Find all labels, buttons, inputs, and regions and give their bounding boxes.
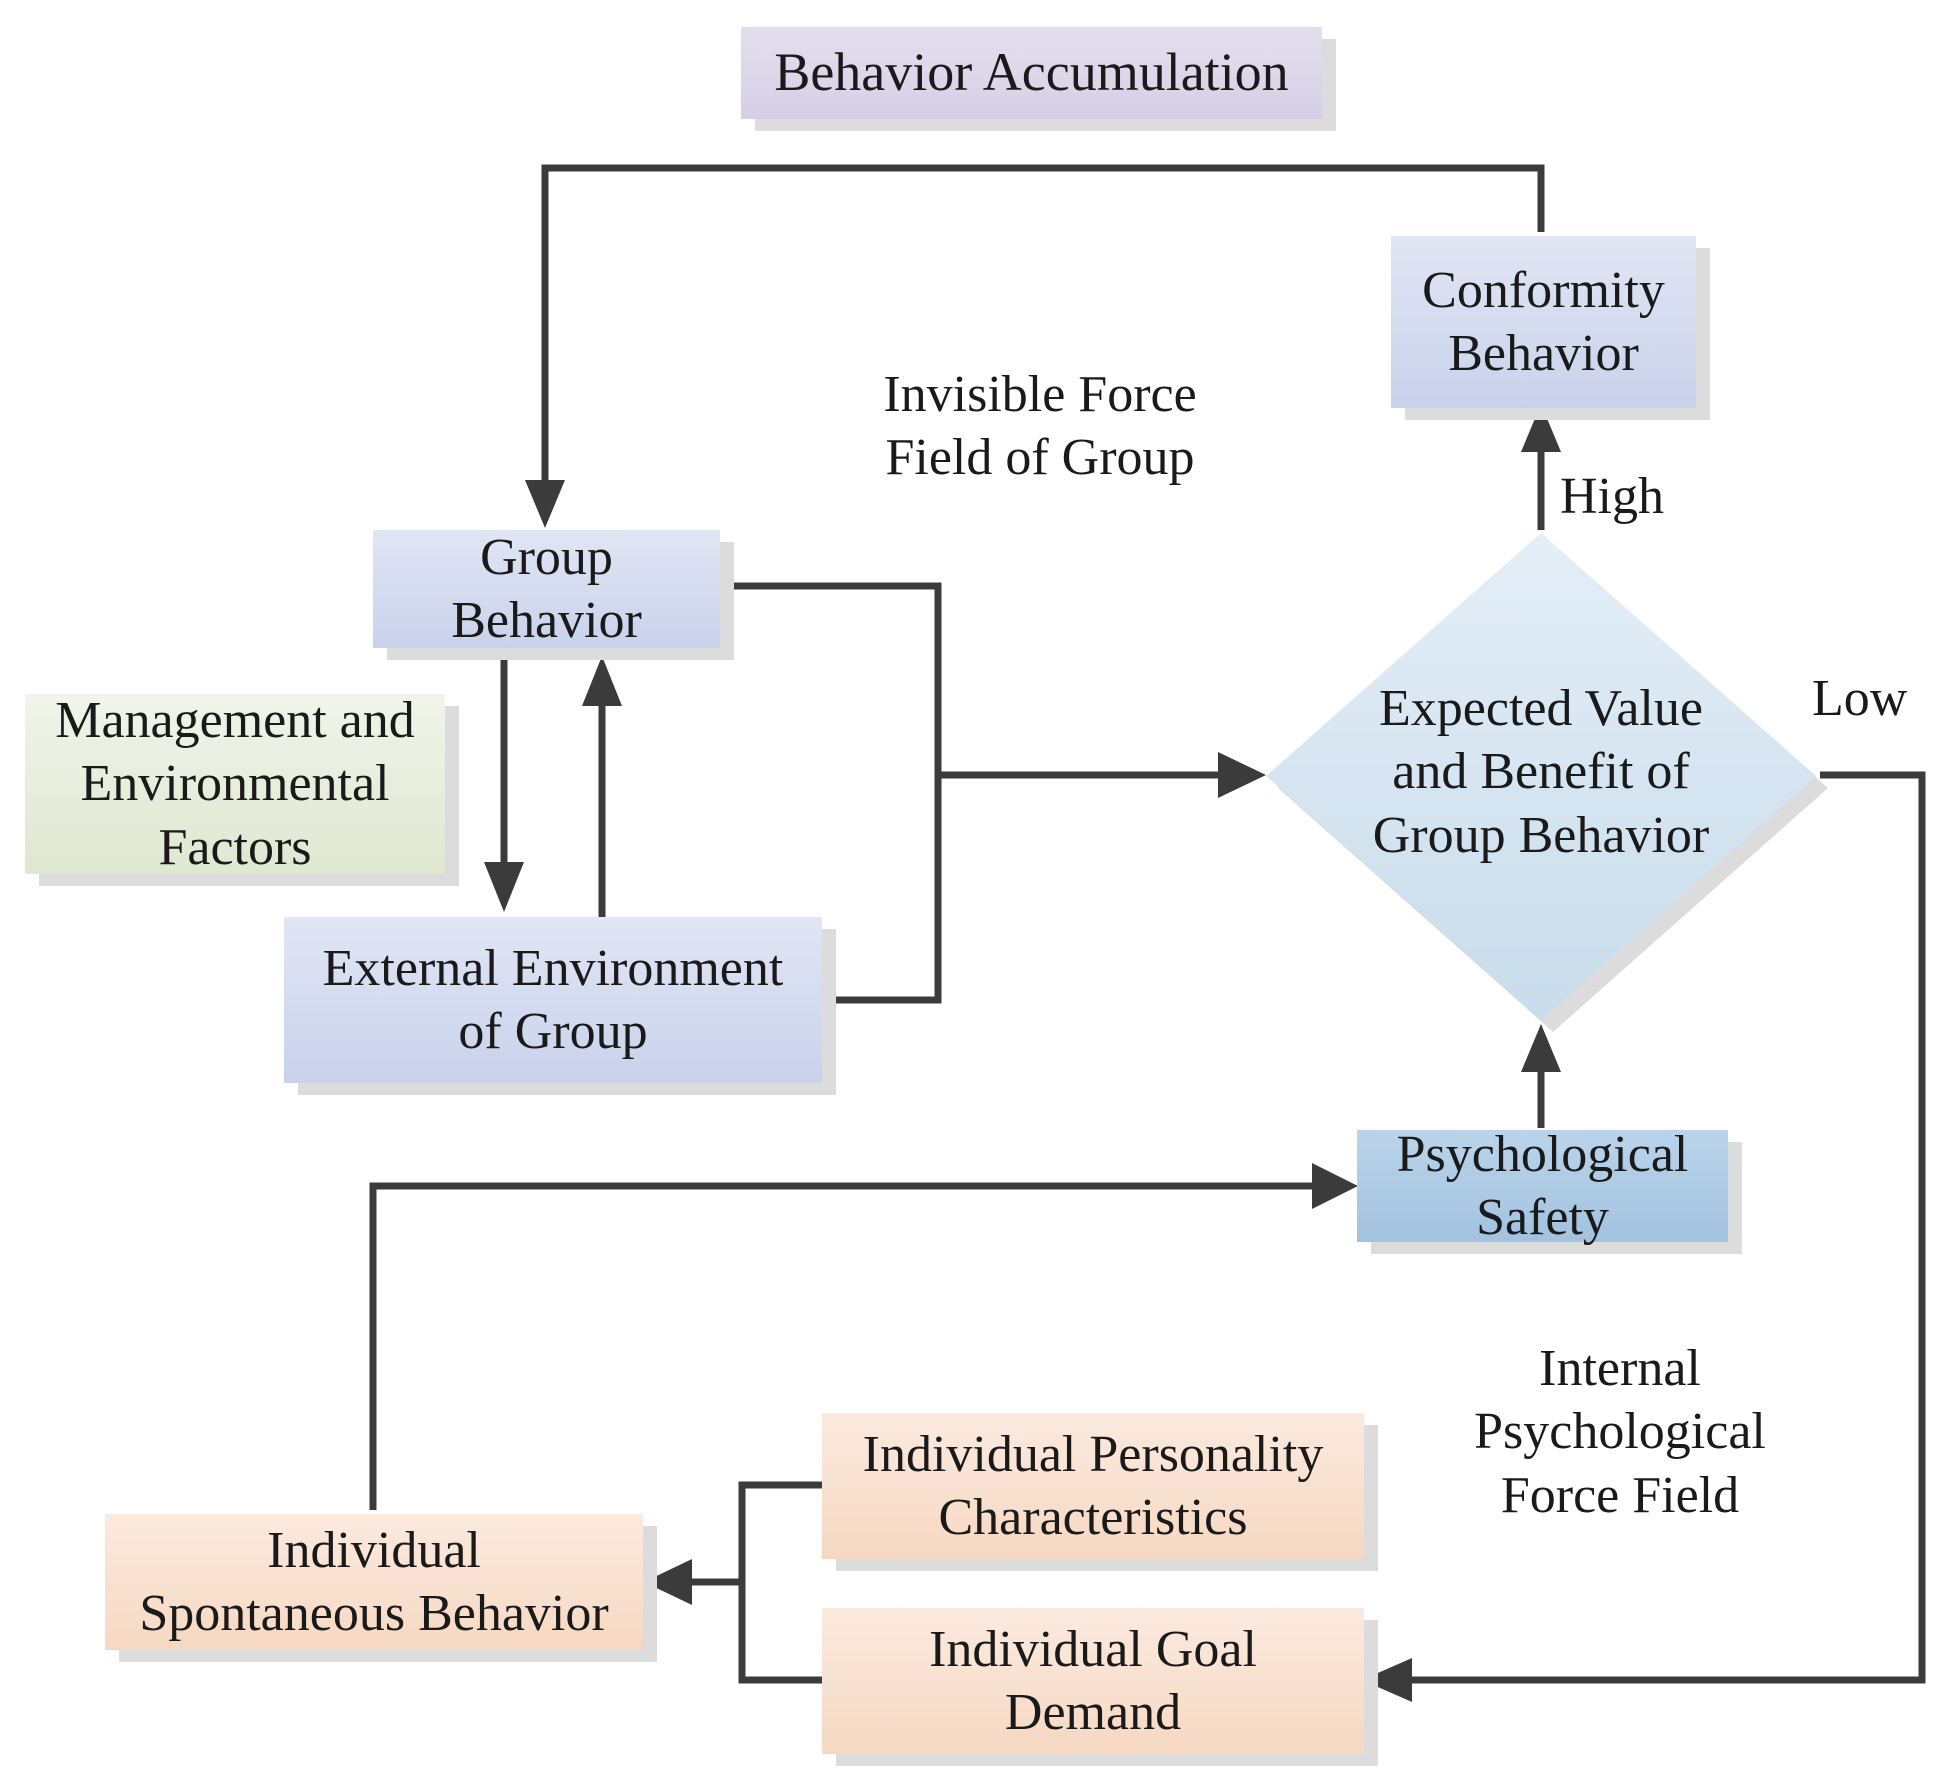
- invisible-field-line-2: Field of Group: [885, 429, 1195, 487]
- personality-line-2: Characteristics: [938, 1489, 1248, 1546]
- high-label: High: [1560, 465, 1700, 528]
- connector-personality-merge: [738, 1481, 822, 1684]
- arrowhead-up-group: [582, 656, 622, 706]
- expected-line-2: and Benefit of: [1392, 743, 1690, 801]
- external-env-line-1: External Environment: [322, 939, 784, 997]
- external-environment-box: External Environment of Group: [284, 917, 822, 1083]
- arrowhead-left-spontaneous: [644, 1559, 692, 1605]
- management-factors-box: Management and Environmental Factors: [25, 692, 445, 876]
- arrowhead-down-external: [484, 862, 524, 912]
- personality-characteristics-box: Individual Personality Characteristics: [822, 1413, 1364, 1559]
- title-text: Behavior Accumulation: [774, 42, 1289, 103]
- connector-low-to-goal: [1412, 771, 1926, 1684]
- psychological-safety-box: Psychological Safety: [1357, 1126, 1728, 1246]
- expected-line-1: Expected Value: [1379, 680, 1703, 737]
- arrowhead-right-diamond: [1218, 752, 1266, 798]
- goal-demand-line-1: Individual Goal: [929, 1620, 1257, 1678]
- invisible-force-field-label: Invisible Force Field of Group: [840, 363, 1240, 490]
- internal-field-line-2: Psychological: [1474, 1403, 1766, 1461]
- spontaneous-line-1: Individual: [267, 1521, 481, 1579]
- arrowhead-left-goal: [1362, 1658, 1412, 1702]
- management-line-1: Management and: [55, 691, 415, 749]
- low-text: Low: [1812, 670, 1908, 727]
- arrowhead-up-conformity: [1521, 404, 1561, 452]
- invisible-field-line-1: Invisible Force: [883, 366, 1197, 423]
- connector-group-to-junction: [718, 582, 942, 1004]
- internal-field-line-3: Force Field: [1500, 1466, 1740, 1524]
- expected-value-diamond: [1266, 533, 1816, 1020]
- expected-value-text: Expected Value and Benefit of Group Beha…: [1320, 677, 1762, 867]
- external-env-line-2: of Group: [458, 1003, 648, 1060]
- arrowhead-right-safety: [1312, 1163, 1358, 1209]
- connector-spontaneous-to-safety: [369, 1182, 1318, 1510]
- internal-force-field-label: Internal Psychological Force Field: [1440, 1337, 1800, 1527]
- conformity-behavior-box: Conformity Behavior: [1391, 236, 1696, 408]
- conformity-line-2: Behavior: [1448, 325, 1639, 382]
- group-behavior-line-2: Behavior: [451, 592, 642, 649]
- management-line-3: Factors: [158, 818, 312, 876]
- group-behavior-box: Group Behavior: [373, 529, 720, 649]
- psych-safety-line-1: Psychological: [1396, 1125, 1689, 1183]
- expected-line-3: Group Behavior: [1372, 806, 1710, 864]
- title-box: Behavior Accumulation: [741, 27, 1322, 119]
- internal-field-line-1: Internal: [1539, 1340, 1701, 1397]
- conformity-line-1: Conformity: [1422, 261, 1665, 319]
- spontaneous-line-2: Spontaneous Behavior: [139, 1585, 609, 1642]
- spontaneous-behavior-box: Individual Spontaneous Behavior: [105, 1514, 643, 1650]
- connector-conformity-to-group: [541, 164, 1545, 488]
- psych-safety-line-2: Safety: [1476, 1189, 1609, 1246]
- arrowhead-down-group: [525, 480, 565, 528]
- goal-demand-line-2: Demand: [1004, 1684, 1182, 1741]
- low-label: Low: [1812, 667, 1932, 730]
- management-line-2: Environmental: [80, 755, 390, 813]
- high-text: High: [1560, 468, 1664, 525]
- goal-demand-box: Individual Goal Demand: [822, 1608, 1364, 1754]
- personality-line-1: Individual Personality: [862, 1425, 1324, 1483]
- group-behavior-line-1: Group: [480, 528, 613, 586]
- arrowhead-up-diamond: [1521, 1024, 1561, 1072]
